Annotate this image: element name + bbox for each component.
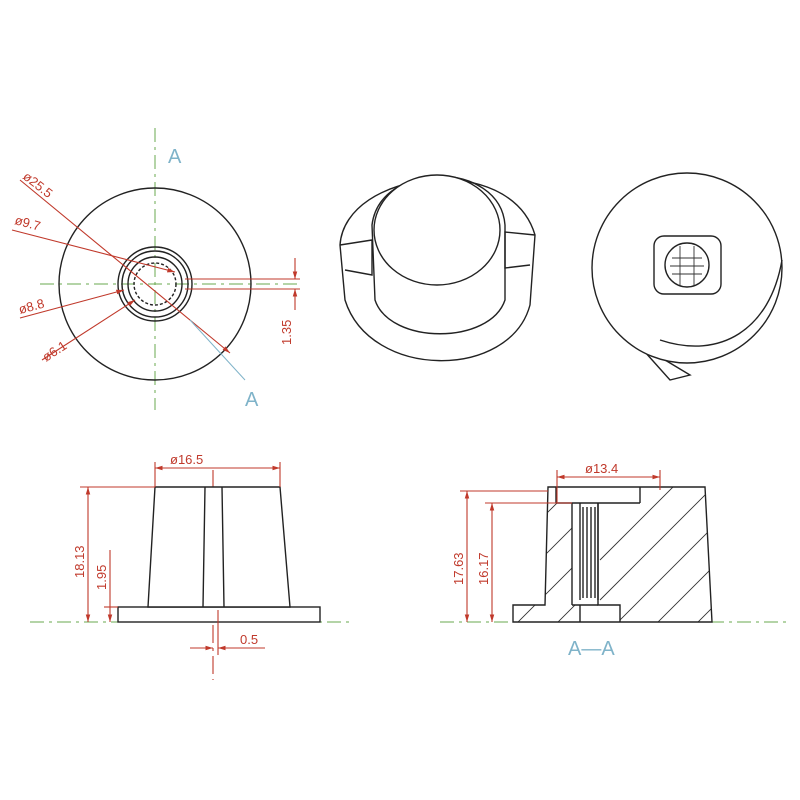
dim-bore-diameter: ø8.8 (17, 296, 46, 317)
dim-top-diameter: ø16.5 (170, 452, 203, 467)
front-view: A A ø25.5 ø9.7 ø8.8 ø6.1 1.35 (11, 128, 300, 411)
leader-6-1 (41, 299, 136, 361)
bore-circle (127, 256, 183, 312)
dim-bore-depth: 16.17 (476, 552, 491, 585)
spline-circle (133, 262, 177, 306)
dim-spline-diameter: ø6.1 (39, 338, 69, 365)
section-line (189, 319, 246, 381)
dim-ring-diameter: ø9.7 (13, 212, 42, 233)
leader-25-5 (19, 179, 231, 354)
side-view: ø16.5 18.13 1.95 0.5 (30, 452, 350, 680)
knob-bottom-view (591, 172, 783, 381)
section-label-bottom: A (245, 389, 259, 411)
dim-slot-width: 1.35 (279, 320, 294, 345)
dim-height: 18.13 (72, 545, 87, 578)
dim-total-height: 17.63 (451, 552, 466, 585)
leader-9-7 (11, 229, 176, 273)
section-view: ø13.4 17.63 16.17 A—A (440, 461, 790, 660)
dim-bore-diameter: ø13.4 (585, 461, 618, 476)
section-title: A—A (568, 638, 615, 660)
dim-flange-height: 1.95 (94, 565, 109, 590)
section-label-top: A (168, 146, 182, 168)
ring-circle (117, 246, 193, 322)
dim-slot-width: 0.5 (240, 632, 258, 647)
knob-perspective-view (339, 174, 536, 362)
ring-inner-circle (121, 250, 189, 318)
outer-circle (58, 187, 252, 381)
leader-8-8 (19, 289, 125, 319)
